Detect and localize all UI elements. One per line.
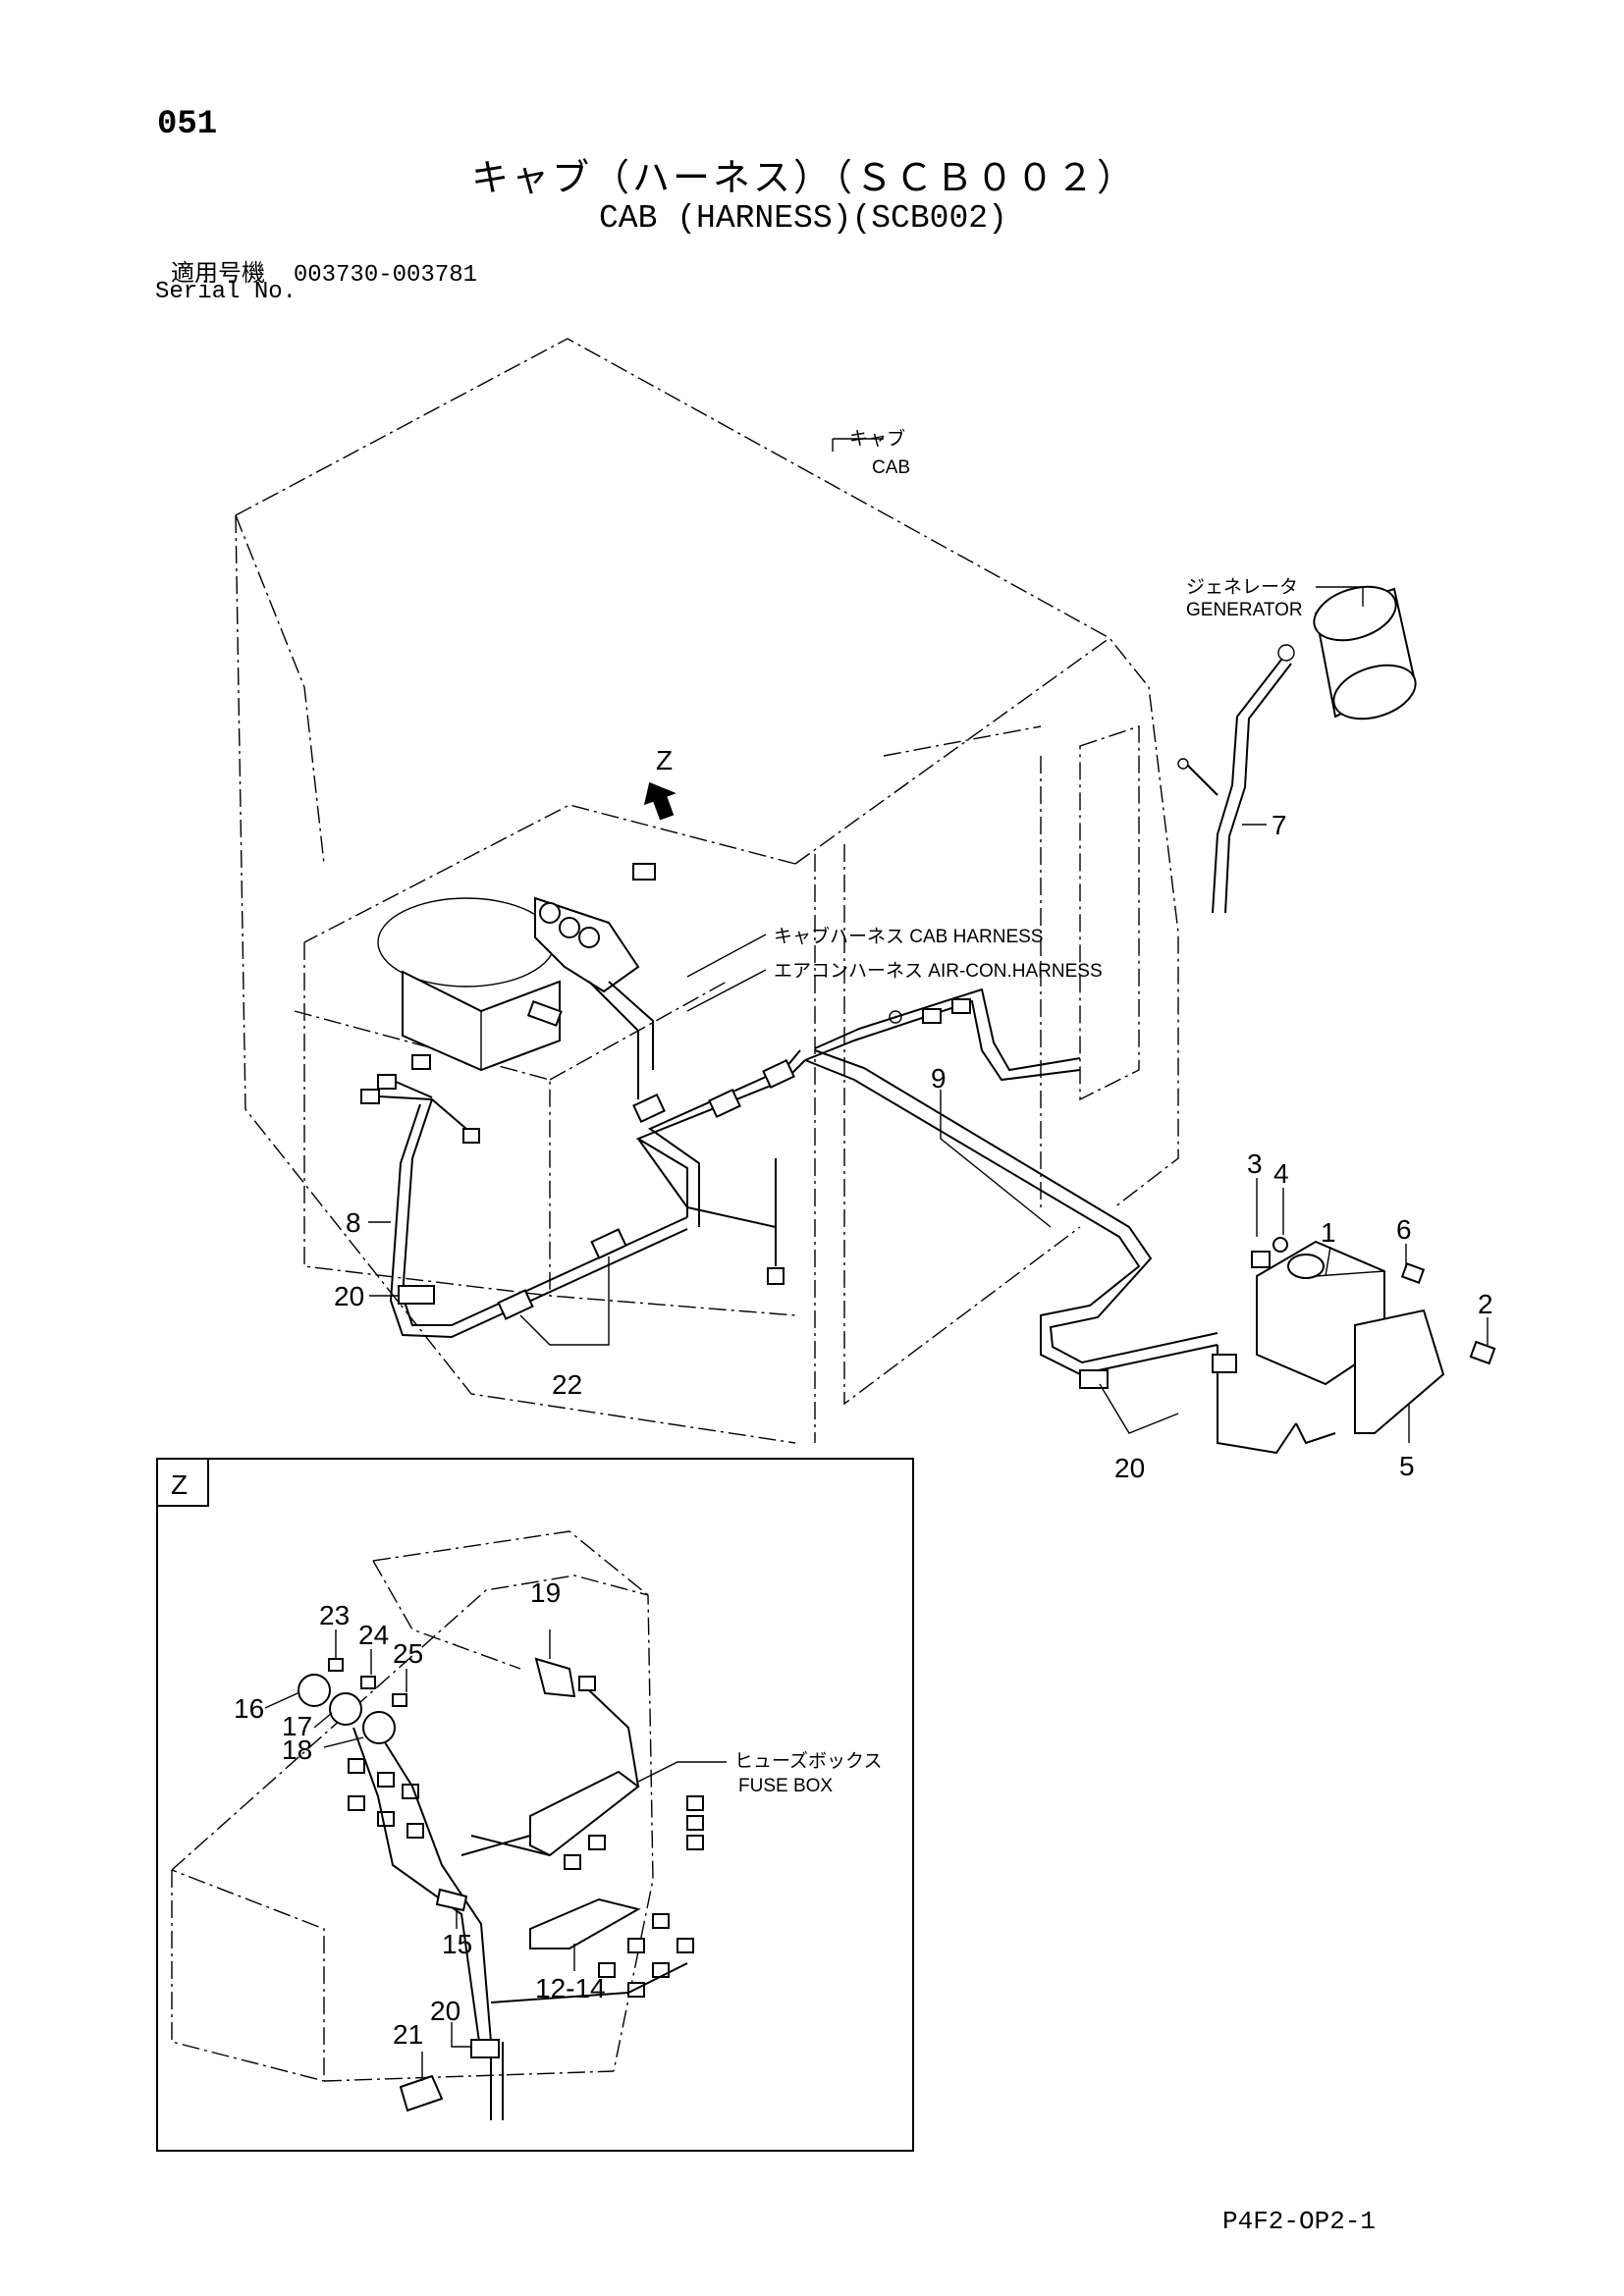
part-number-20-inset: 20 — [430, 1996, 460, 2026]
part-number-12-14: 12-14 — [535, 1973, 606, 2003]
control-console — [377, 863, 656, 1099]
part-number-25: 25 — [393, 1638, 423, 1669]
part-numbers: 7 9 8 20 22 3 4 1 6 2 5 20 23 24 25 16 1… — [234, 810, 1493, 2050]
part-number-23: 23 — [319, 1600, 350, 1630]
part-number-18: 18 — [282, 1735, 312, 1765]
part-number-20-left: 20 — [334, 1281, 364, 1311]
generator-label-jp: ジェネレータ — [1186, 576, 1298, 598]
generator — [1177, 585, 1417, 914]
part-number-3: 3 — [1247, 1148, 1263, 1179]
fuse-box-label-en: FUSE BOX — [738, 1776, 833, 1796]
serial-label-jp: 適用号機 — [171, 262, 265, 289]
fuse-box-label-jp: ヒューズボックス — [734, 1750, 882, 1772]
cab-harness-label: キャブハーネス CAB HARNESS — [774, 925, 1043, 947]
title-japanese: キャブ（ハーネス）（ＳＣＢ００２） — [471, 158, 1138, 199]
page-number: 051 — [157, 106, 218, 143]
serial-line-japanese: 適用号機 003730-003781 — [171, 253, 477, 289]
part-number-4: 4 — [1273, 1158, 1289, 1189]
part-number-24: 24 — [358, 1620, 389, 1650]
cab-outline — [235, 338, 1179, 1444]
cab-label-jp: キャブ — [849, 427, 905, 450]
cab-label-en: CAB — [872, 457, 910, 478]
document-code: P4F2-OP2-1 — [1222, 2207, 1377, 2236]
part-number-16: 16 — [234, 1693, 264, 1724]
part-number-1: 1 — [1321, 1217, 1336, 1248]
inset-z-frame — [156, 1458, 914, 2152]
title-english: CAB (HARNESS)(SCB002) — [599, 200, 1007, 237]
serial-label-english: Serial No. — [155, 279, 298, 305]
view-arrow-icon — [643, 781, 677, 821]
part-number-21: 21 — [393, 2019, 423, 2050]
serial-range: 003730-003781 — [293, 262, 478, 289]
right-assembly — [1251, 1237, 1496, 1445]
inset-z-label: Z — [171, 1469, 188, 1500]
generator-label-en: GENERATOR — [1186, 600, 1303, 620]
part-number-9: 9 — [931, 1063, 947, 1094]
leader-lines — [368, 438, 1489, 1443]
part-number-7: 7 — [1272, 810, 1287, 840]
part-number-8: 8 — [346, 1207, 361, 1238]
harness-runs — [360, 988, 1297, 1455]
part-number-5: 5 — [1399, 1451, 1415, 1481]
callout-labels: キャブ CAB ジェネレータ GENERATOR キャブハーネス CAB HAR… — [171, 427, 1303, 1796]
part-number-17: 17 — [282, 1711, 312, 1741]
part-number-19: 19 — [530, 1577, 561, 1608]
part-number-2: 2 — [1478, 1289, 1493, 1319]
part-number-6: 6 — [1396, 1214, 1412, 1245]
aircon-harness-label: エアコンハーネス AIR-CON.HARNESS — [774, 961, 1103, 982]
part-number-15: 15 — [442, 1929, 472, 1959]
view-z-label: Z — [656, 745, 673, 775]
part-number-20-right: 20 — [1114, 1453, 1145, 1483]
part-number-22: 22 — [552, 1369, 582, 1400]
